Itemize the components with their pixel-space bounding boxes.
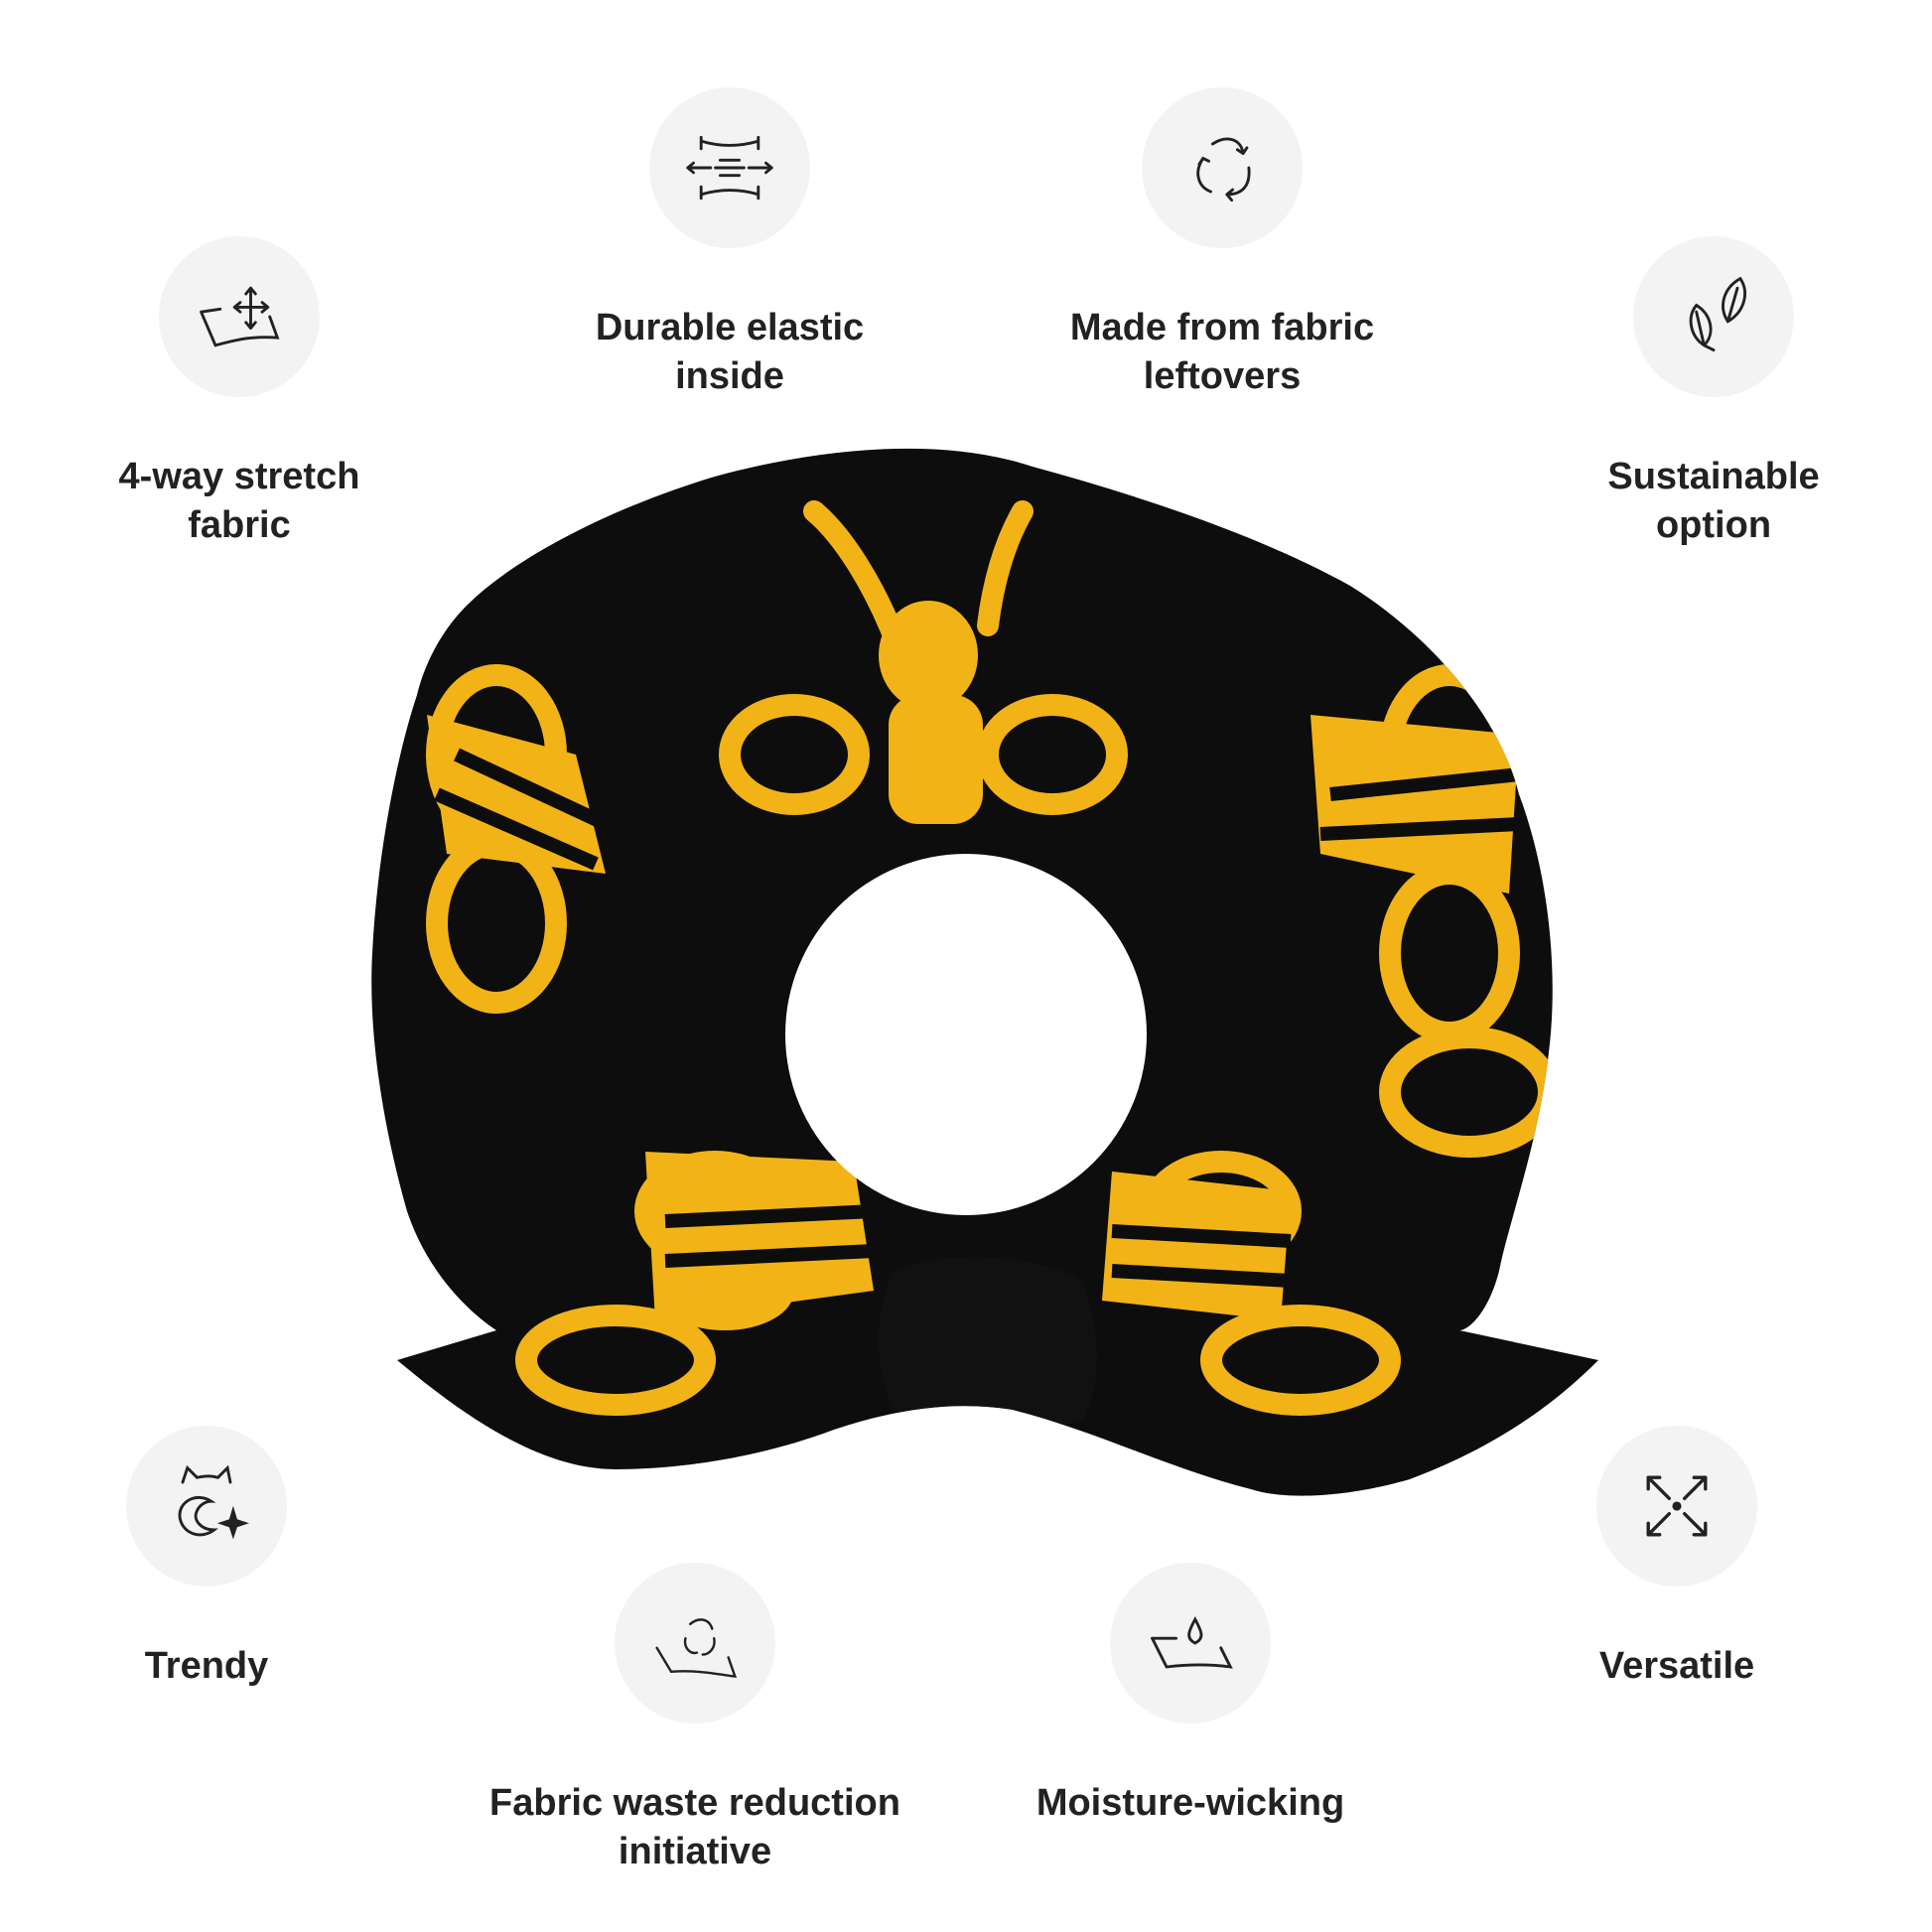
fabric-recycle-icon <box>615 1563 775 1724</box>
feature-label: Made from fabric <box>1069 307 1375 348</box>
feature-label: initiative <box>618 1831 772 1872</box>
feature-label: leftovers <box>1143 355 1302 397</box>
feature-label: Versatile <box>1598 1645 1755 1687</box>
feature-four-way-stretch: 4-way stretch fabric <box>31 236 448 550</box>
feature-label: fabric <box>188 504 291 546</box>
leaves-icon <box>1633 236 1794 397</box>
fabric-droplet-icon <box>1110 1563 1271 1724</box>
fabric-stretch-icon <box>159 236 320 397</box>
feature-fabric-leftovers: Made from fabric leftovers <box>1014 87 1431 401</box>
feature-moisture-wicking: Moisture-wicking <box>982 1563 1399 1828</box>
feature-label: Durable elastic <box>595 307 865 348</box>
feature-label: Moisture-wicking <box>1035 1782 1345 1824</box>
expand-arrows-icon <box>1596 1426 1757 1587</box>
feature-label: Fabric waste reduction <box>489 1782 900 1824</box>
feature-label: inside <box>675 355 784 397</box>
feature-label: Sustainable <box>1607 456 1820 497</box>
feature-label: option <box>1655 504 1772 546</box>
recycle-arrows-icon <box>1142 87 1303 248</box>
feature-durable-elastic: Durable elastic inside <box>521 87 938 401</box>
feature-versatile: Versatile <box>1468 1426 1885 1691</box>
feature-label: 4-way stretch <box>118 456 360 497</box>
cat-sparkle-icon <box>126 1426 287 1587</box>
feature-label: Trendy <box>144 1645 269 1687</box>
stretch-arrows-icon <box>649 87 810 248</box>
feature-sustainable: Sustainable option <box>1505 236 1922 550</box>
feature-fabric-waste: Fabric waste reduction initiative <box>486 1563 903 1876</box>
feature-trendy: Trendy <box>0 1426 415 1691</box>
